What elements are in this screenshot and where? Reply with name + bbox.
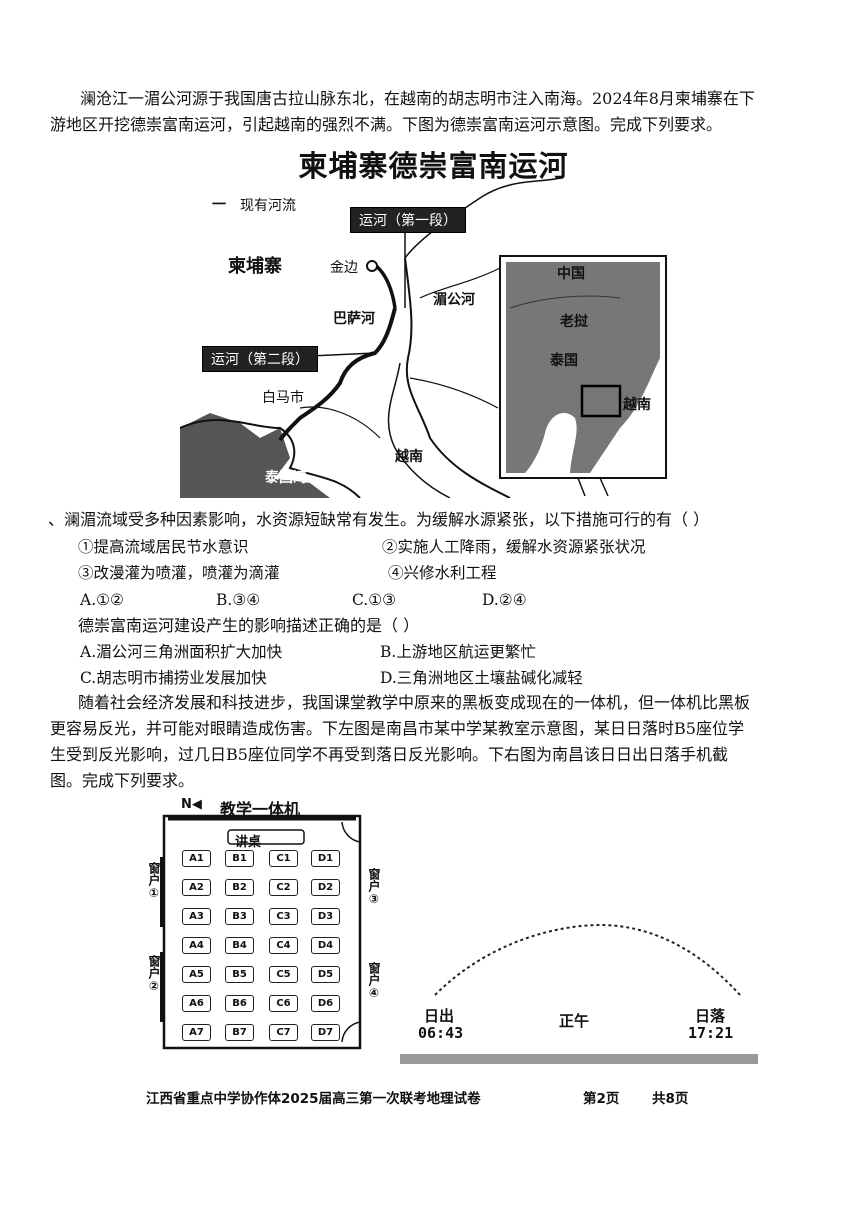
map-title: 柬埔寨德崇富南运河 [298,149,569,183]
q1-option-2: ②实施人工降雨，缓解水资源紧张状况 [382,538,646,556]
river-branch-east [419,267,501,299]
board-label: 教学一体机 [220,800,301,819]
canal-section-2-label: 运河（第二段） [202,346,318,372]
seat-d3: D3 [311,908,340,925]
q1-option-1: ①提高流域居民节水意识 [78,538,249,556]
bassac-label: 巴萨河 [333,311,375,327]
seat-a1: A1 [182,850,211,867]
para2-line-1: 随着社会经济发展和科技进步，我国课堂教学中原来的黑板变成现在的一体机，但一体机比… [78,693,751,712]
seat-c3: C3 [269,908,298,925]
seat-a7: A7 [182,1024,211,1041]
seat-b3: B3 [225,908,254,925]
footer-page: 第2页 [583,1091,620,1107]
window-2-label: 窗户② [147,955,161,993]
noon-label: 正午 [559,1012,590,1030]
gulf-coast-shading [180,413,330,498]
seat-b4: B4 [225,937,254,954]
seat-a4: A4 [182,937,211,954]
desk-label: 讲桌 [235,835,262,850]
q2-stem: 德崇富南运河建设产生的影响描述正确的是（ ） [78,616,420,635]
inset-laos-label: 老挝 [560,314,588,330]
inset-china-label: 中国 [557,266,585,282]
seat-d7: D7 [311,1024,340,1041]
q2-choice-d: D.三角洲地区土壤盐碱化减轻 [380,669,583,687]
river-branch-3 [299,406,381,439]
classroom-outline [160,814,362,1050]
canal-map [180,178,667,498]
seat-a5: A5 [182,966,211,983]
seat-c1: C1 [269,850,298,867]
q2-choice-c: C.胡志明市捕捞业发展加快 [80,669,267,687]
seat-d5: D5 [311,966,340,983]
legend-river-label: 现有河流 [240,198,296,214]
seat-a6: A6 [182,995,211,1012]
window-4-label: 窗户④ [367,962,381,1000]
footer-exam-title: 江西省重点中学协作体2025届高三第一次联考地理试卷 [146,1091,481,1107]
sunrise-time: 06:43 [418,1024,464,1042]
q1-choice-c: C.①③ [352,591,397,609]
window-1-label: 窗户① [147,862,161,900]
q1-option-4: ④兴修水利工程 [388,564,497,582]
para2-line-2: 更容易反光，并可能对眼睛造成伤害。下左图是南昌市某中学某教室示意图，某日日落时B… [50,719,744,738]
seat-c2: C2 [269,879,298,896]
mekong-label: 湄公河 [433,292,475,308]
seat-a3: A3 [182,908,211,925]
para2-line-3: 生受到反光影响，过几日B5座位同学不再受到落日反光影响。下右图为南昌该日日出日落… [50,745,728,764]
sunset-time: 17:21 [688,1024,734,1042]
seat-b1: B1 [225,850,254,867]
q1-choice-a: A.①② [80,591,124,609]
inset-thailand-label: 泰国 [550,353,578,369]
para2-line-4: 图。完成下列要求。 [50,771,195,790]
q2-choice-a: A.湄公河三角洲面积扩大加快 [80,643,283,661]
seat-c4: C4 [269,937,298,954]
gulf-label: 泰国湾 [265,470,307,486]
seat-c6: C6 [269,995,298,1012]
river-branch-2 [409,377,499,409]
canal-section-2 [278,307,397,442]
q1-stem: 、澜湄流域受多种因素影响，水资源短缺常有发生。为缓解水源紧张，以下措施可行的有（… [48,510,710,529]
baima-label: 白马市 [262,390,304,406]
jinbian-marker [366,260,378,272]
seat-d2: D2 [311,879,340,896]
seat-d1: D1 [311,850,340,867]
seat-b5: B5 [225,966,254,983]
q1-choice-d: D.②④ [482,591,527,609]
inset-highlight [580,384,622,418]
sun-path [400,923,758,1064]
seat-b2: B2 [225,879,254,896]
q1-choice-b: B.③④ [216,591,261,609]
jinbian-label: 金边 [330,260,358,276]
seat-a2: A2 [182,879,211,896]
q2-choice-b: B.上游地区航运更繁忙 [380,643,536,661]
window-3-label: 窗户③ [367,868,381,906]
seat-d4: D4 [311,937,340,954]
canal-section-1-label: 运河（第一段） [350,207,466,233]
seat-c7: C7 [269,1024,298,1041]
legend-river-line-icon: 一 [212,197,226,213]
coast-line [180,419,361,498]
q1-option-3: ③改漫灌为喷灌，喷灌为滴灌 [78,564,280,582]
north-arrow-icon: N◀ [181,797,202,812]
inset-vietnam-label: 越南 [623,397,651,413]
bassac-river [387,362,451,498]
canal-section-1 [373,263,397,309]
seat-c5: C5 [269,966,298,983]
sunset-label: 日落 [695,1007,726,1025]
seat-b7: B7 [225,1024,254,1041]
river-upper [404,178,561,259]
seat-d6: D6 [311,995,340,1012]
mekong-river [404,257,511,498]
sunrise-label: 日出 [424,1007,455,1025]
inset-land [506,262,660,473]
intro-line-1: 澜沧江一湄公河源于我国唐古拉山脉东北，在越南的胡志明市注入南海。2024年8月柬… [80,89,755,108]
cambodia-label: 柬埔寨 [228,256,282,277]
seat-b6: B6 [225,995,254,1012]
intro-line-2: 游地区开挖德崇富南运河，引起越南的强烈不满。下图为德崇富南运河示意图。完成下列要… [50,115,723,134]
vietnam-label: 越南 [395,449,423,465]
footer-total: 共8页 [652,1091,689,1107]
